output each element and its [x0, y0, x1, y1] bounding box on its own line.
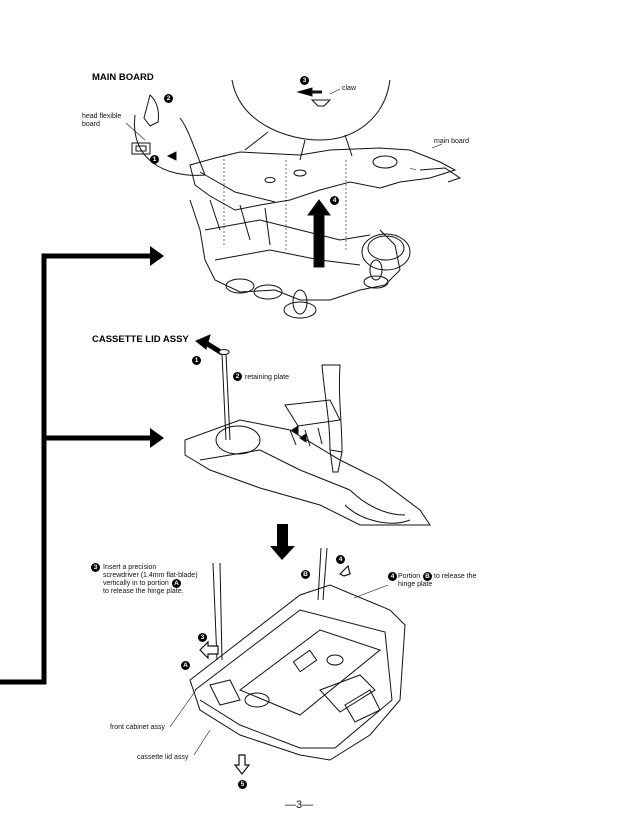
flow-arrow-head-1	[150, 246, 164, 266]
section-heading-main-board: MAIN BOARD	[92, 72, 154, 83]
page-number: —3—	[285, 799, 314, 811]
main-board-diagram	[125, 79, 462, 319]
label-portion-b-release: to release the	[434, 573, 477, 580]
label-front-cabinet-assy: front cabinet assy	[110, 724, 165, 731]
down-arrow	[277, 524, 288, 546]
cabinet-step-3-badge: 3	[91, 563, 100, 572]
instruction-insert-line1: Insert a precision	[103, 564, 157, 571]
instruction-insert-line4: to release the hinge plate.	[103, 588, 184, 595]
instruction-insert-line3: vertically in to portion	[103, 580, 169, 587]
lid-step-2-badge: 2	[233, 372, 242, 381]
label-head-flexible-board-line2: board	[82, 121, 100, 128]
cabinet-diagram	[169, 547, 406, 775]
cabinet-step-5-badge: 5	[238, 780, 247, 789]
step-4-badge: 4	[330, 196, 339, 205]
label-retaining-plate: retaining plate	[245, 374, 289, 381]
label-head-flexible-board-line1: head flexible	[82, 113, 122, 120]
cabinet-step-4-badge: 4	[336, 555, 345, 564]
portion-b-marker: B	[301, 570, 310, 579]
label-claw: claw	[342, 85, 357, 92]
portion-a-badge: A	[172, 579, 181, 588]
section-heading-cassette-lid: CASSETTE LID ASSY	[92, 334, 189, 345]
step-3-badge: 3	[300, 76, 309, 85]
step-2-badge: 2	[164, 94, 173, 103]
portion-a-marker: A	[181, 661, 190, 670]
step-1-badge: 1	[150, 155, 159, 164]
label-portion-b-word: Portion	[398, 573, 421, 580]
instruction-insert-line2: screwdriver (1.4mm flat-blade)	[103, 572, 198, 579]
flow-bracket	[0, 253, 150, 685]
cabinet-step-3-marker: 3	[198, 633, 207, 642]
portion-b-badge: B	[423, 572, 432, 581]
label-main-board: main board	[434, 138, 470, 145]
flow-arrow-head-2	[150, 428, 164, 448]
cassette-lid-diagram	[184, 334, 431, 526]
portion-b-step-4-badge: 4	[388, 572, 397, 581]
down-arrow-head	[270, 546, 295, 560]
label-cassette-lid-assy: cassette lid assy	[137, 754, 189, 761]
label-portion-b-hinge: hinge plate	[398, 581, 433, 588]
lid-step-1-badge: 1	[192, 356, 201, 365]
